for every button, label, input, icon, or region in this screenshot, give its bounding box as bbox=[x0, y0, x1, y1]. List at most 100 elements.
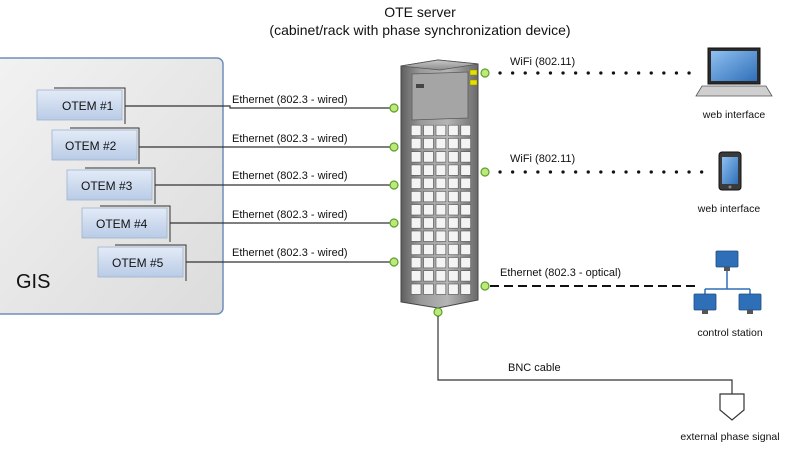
port-optical[interactable] bbox=[480, 281, 490, 291]
rack-vent-slot bbox=[410, 257, 422, 269]
rack-vent-slot bbox=[410, 270, 422, 282]
rack-vent-slot bbox=[448, 283, 459, 295]
gis-label: GIS bbox=[16, 271, 50, 293]
status-led-2 bbox=[469, 79, 478, 86]
rack-vent-slot bbox=[460, 257, 471, 269]
rack-vent-slot bbox=[448, 124, 459, 136]
rack-vent-slot bbox=[460, 217, 471, 229]
rack-vent-slot bbox=[435, 177, 447, 189]
rack-vent-slot bbox=[423, 151, 434, 163]
rack-vent-slot bbox=[410, 230, 422, 242]
title-line-1: OTE server bbox=[384, 4, 456, 20]
otem-4-label: OTEM #4 bbox=[96, 217, 148, 231]
otem-4[interactable]: OTEM #4 bbox=[81, 205, 171, 242]
ethernet-label-5: Ethernet (802.3 - wired) bbox=[232, 247, 348, 259]
monitor-left bbox=[693, 293, 717, 314]
otem-2-label: OTEM #2 bbox=[65, 139, 117, 153]
status-led-1 bbox=[469, 69, 478, 76]
rack-vent-slot bbox=[435, 230, 447, 242]
rack-vent-slot bbox=[423, 124, 434, 136]
rack-vent-slot bbox=[448, 270, 459, 282]
rack-vent-slot bbox=[423, 257, 434, 269]
rack-vent-slot bbox=[423, 138, 434, 150]
rack-vent-slot bbox=[460, 191, 471, 203]
phase-caption: external phase signal bbox=[680, 431, 779, 443]
port-wifi-1[interactable] bbox=[480, 68, 490, 78]
ethernet-link-1 bbox=[125, 105, 394, 109]
rack-vent-slot bbox=[448, 230, 459, 242]
ethernet-label-1: Ethernet (802.3 - wired) bbox=[232, 94, 348, 106]
port-eth-2[interactable] bbox=[389, 142, 399, 152]
rack-vent-slot bbox=[410, 138, 422, 150]
rack-vent-slot bbox=[460, 270, 471, 282]
rack-vent-slot bbox=[410, 283, 422, 295]
otem-5-label: OTEM #5 bbox=[112, 256, 164, 270]
rack-vent-slot bbox=[435, 164, 447, 176]
laptop-caption: web interface bbox=[702, 109, 766, 121]
rack-vent-slot bbox=[448, 191, 459, 203]
port-bnc[interactable] bbox=[433, 307, 443, 317]
rack-vent-slot bbox=[435, 124, 447, 136]
monitor-right bbox=[738, 293, 762, 314]
bnc-cable bbox=[437, 316, 733, 394]
rack-vent-slot bbox=[423, 164, 434, 176]
rack-vent-slot bbox=[448, 217, 459, 229]
rack-vent-slot bbox=[460, 204, 471, 216]
rack-vent-slot bbox=[435, 244, 447, 256]
rack-vent-slot bbox=[435, 191, 447, 203]
rack-vent-slot bbox=[410, 177, 422, 189]
ethernet-label-2: Ethernet (802.3 - wired) bbox=[232, 133, 348, 145]
port-eth-5[interactable] bbox=[389, 257, 399, 267]
port-wifi-2[interactable] bbox=[480, 167, 490, 177]
rack-grill bbox=[410, 124, 471, 295]
laptop-icon[interactable] bbox=[695, 47, 773, 97]
rack-vent-slot bbox=[410, 124, 422, 136]
otem-1[interactable]: OTEM #1 bbox=[36, 87, 126, 124]
wifi-label-tablet: WiFi (802.11) bbox=[510, 153, 575, 165]
rack-vent-slot bbox=[448, 244, 459, 256]
server-rack-icon[interactable] bbox=[400, 59, 479, 309]
rack-vent-slot bbox=[423, 230, 434, 242]
rack-vent-slot bbox=[448, 177, 459, 189]
rack-vent-slot bbox=[423, 191, 434, 203]
port-eth-1[interactable] bbox=[389, 103, 399, 113]
ethernet-label-3: Ethernet (802.3 - wired) bbox=[232, 170, 348, 182]
control-caption: control station bbox=[697, 327, 763, 339]
rack-vent-slot bbox=[435, 217, 447, 229]
rack-vent-slot bbox=[460, 151, 471, 163]
otem-3[interactable]: OTEM #3 bbox=[66, 167, 156, 204]
network-icon[interactable] bbox=[693, 250, 762, 314]
rack-vent-slot bbox=[448, 151, 459, 163]
otem-3-label: OTEM #3 bbox=[81, 179, 133, 193]
signal-connector-icon[interactable] bbox=[719, 393, 745, 421]
tablet-icon[interactable] bbox=[718, 151, 742, 191]
rack-vent-slot bbox=[435, 270, 447, 282]
rack-vent-slot bbox=[435, 138, 447, 150]
rack-vent-slot bbox=[448, 164, 459, 176]
ports bbox=[389, 68, 490, 317]
rack-vent-slot bbox=[460, 164, 471, 176]
rack-vent-slot bbox=[435, 151, 447, 163]
rack-vent-slot bbox=[435, 257, 447, 269]
port-eth-3[interactable] bbox=[389, 180, 399, 190]
rack-vent-slot bbox=[435, 204, 447, 216]
optical-label: Ethernet (802.3 - optical) bbox=[500, 267, 621, 279]
rack-vent-slot bbox=[410, 164, 422, 176]
rack-vent-slot bbox=[448, 138, 459, 150]
rack-vent-slot bbox=[460, 283, 471, 295]
otem-2[interactable]: OTEM #2 bbox=[51, 127, 140, 164]
rack-vent-slot bbox=[410, 217, 422, 229]
rack-vent-slot bbox=[448, 204, 459, 216]
rack-vent-slot bbox=[423, 217, 434, 229]
rack-vent-slot bbox=[423, 204, 434, 216]
rack-vent-slot bbox=[460, 230, 471, 242]
rack-vent-slot bbox=[435, 283, 447, 295]
bnc-label: BNC cable bbox=[508, 362, 561, 374]
rack-vent-slot bbox=[460, 244, 471, 256]
otem-5[interactable]: OTEM #5 bbox=[97, 244, 187, 281]
port-eth-4[interactable] bbox=[389, 218, 399, 228]
rack-vent-slot bbox=[460, 138, 471, 150]
tablet-caption: web interface bbox=[697, 203, 761, 215]
rack-vent-slot bbox=[410, 151, 422, 163]
